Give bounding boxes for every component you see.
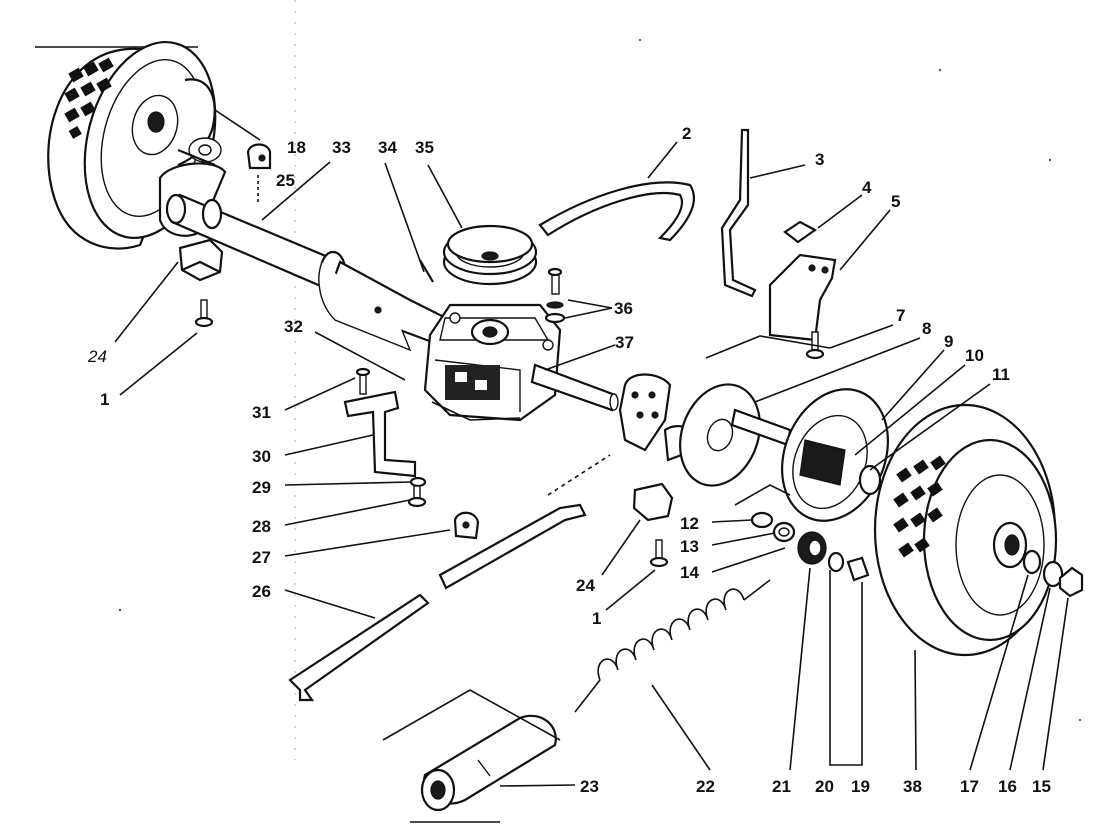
right-axle <box>530 363 619 412</box>
leader-lines <box>114 109 1069 787</box>
right-wheel <box>873 403 1058 657</box>
label-23: 23 <box>580 777 599 796</box>
label-28: 28 <box>252 517 271 536</box>
label-12: 12 <box>680 514 699 533</box>
label-22: 22 <box>696 777 715 796</box>
label-26: 26 <box>252 582 271 601</box>
label-24-left: 24 <box>87 347 107 366</box>
label-11: 11 <box>992 365 1010 384</box>
label-16: 16 <box>998 777 1017 796</box>
spring <box>574 579 771 713</box>
label-10: 10 <box>965 346 984 365</box>
label-1-left: 1 <box>100 390 109 409</box>
callout-labels: 18 25 33 34 35 2 3 4 5 36 7 8 9 10 11 24… <box>87 124 1051 796</box>
label-1-right: 1 <box>592 609 601 628</box>
label-37: 37 <box>615 333 634 352</box>
label-8: 8 <box>922 319 931 338</box>
label-34: 34 <box>378 138 397 157</box>
label-27: 27 <box>252 548 271 567</box>
label-33: 33 <box>332 138 351 157</box>
hub-plate <box>679 383 792 487</box>
label-5: 5 <box>891 192 900 211</box>
label-36: 36 <box>614 299 633 318</box>
tread-pattern-right <box>893 455 946 558</box>
label-2: 2 <box>682 124 691 143</box>
label-31: 31 <box>252 403 271 422</box>
label-24-right: 24 <box>576 576 595 595</box>
label-4: 4 <box>862 178 872 197</box>
label-35: 35 <box>415 138 434 157</box>
label-3: 3 <box>815 150 824 169</box>
label-18: 18 <box>287 138 306 157</box>
label-29: 29 <box>252 478 271 497</box>
label-32: 32 <box>284 317 303 336</box>
label-19: 19 <box>851 777 870 796</box>
tread-pattern <box>64 57 114 139</box>
pulley <box>442 224 538 286</box>
transmission <box>423 303 562 422</box>
label-14: 14 <box>680 563 699 582</box>
label-17: 17 <box>960 777 979 796</box>
hardware <box>178 128 1084 812</box>
label-21: 21 <box>772 777 791 796</box>
label-30: 30 <box>252 447 271 466</box>
label-15: 15 <box>1032 777 1051 796</box>
axle-tube <box>158 137 452 352</box>
label-25: 25 <box>276 171 295 190</box>
label-13: 13 <box>680 537 699 556</box>
label-9: 9 <box>944 332 953 351</box>
label-7: 7 <box>896 306 905 325</box>
label-38: 38 <box>903 777 922 796</box>
left-wheel <box>47 40 217 250</box>
drive-disc <box>781 388 889 522</box>
label-20: 20 <box>815 777 834 796</box>
